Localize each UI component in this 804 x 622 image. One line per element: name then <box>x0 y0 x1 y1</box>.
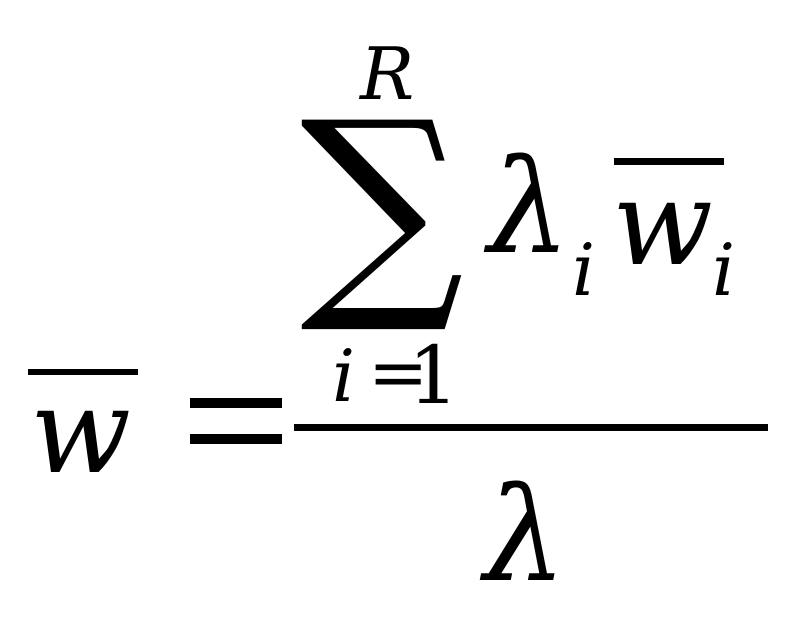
numerator-lambda: λ <box>488 131 571 283</box>
numerator-w-overline <box>614 158 724 165</box>
numerator-lambda-subscript: i <box>572 228 596 312</box>
summation-symbol: ∑ <box>300 73 465 340</box>
sum-lower-equals: = <box>368 330 429 414</box>
denominator-lambda: λ <box>484 459 567 611</box>
sum-lower-start: 1 <box>408 329 459 422</box>
lhs-overline <box>28 369 138 375</box>
numerator-w-subscript: i <box>712 228 736 312</box>
equals-bar-top <box>190 398 282 408</box>
fraction-bar <box>294 424 768 431</box>
equals-bar-bottom <box>190 434 282 444</box>
numerator-w: w <box>612 154 714 292</box>
lhs-variable: w <box>30 362 132 500</box>
sum-lower-index: i <box>332 334 356 418</box>
sum-upper-limit: R <box>360 32 415 116</box>
